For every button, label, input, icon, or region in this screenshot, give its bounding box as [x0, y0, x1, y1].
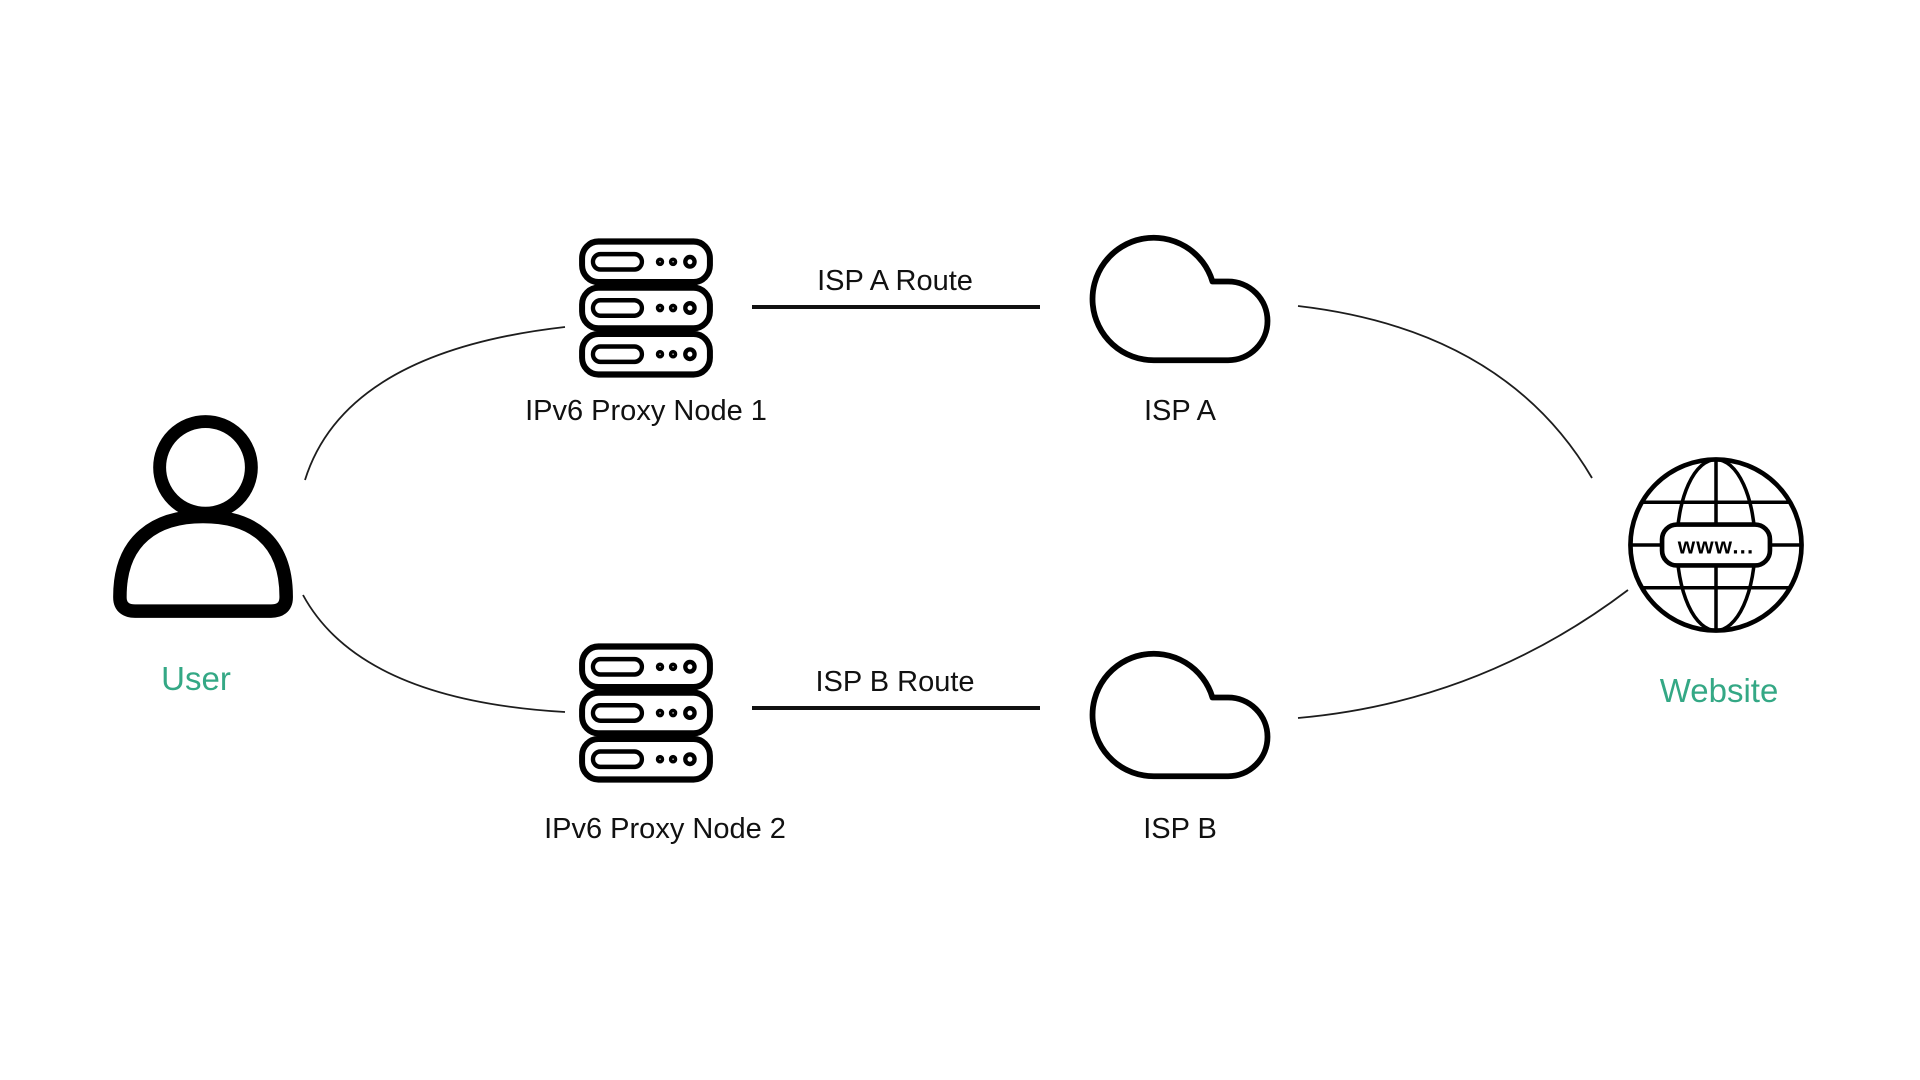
- cloud-icon: [1089, 650, 1271, 780]
- proxy1-node: [578, 238, 714, 378]
- route-b-label: ISP B Route: [815, 666, 975, 698]
- isp-a-label: ISP A: [1143, 395, 1217, 427]
- proxy2-node: [578, 643, 714, 783]
- isp-a-node: [1075, 194, 1285, 404]
- person-icon: [113, 415, 293, 618]
- isp-b-label: ISP B: [1143, 813, 1217, 845]
- isp-b-node: [1075, 610, 1285, 820]
- globe-icon: www...: [1628, 457, 1804, 633]
- website-label: Website: [1659, 672, 1779, 709]
- server-stack-icon: [579, 238, 713, 378]
- user-node: [103, 408, 308, 623]
- globe-www-text: www...: [1677, 533, 1755, 558]
- proxy1-label: IPv6 Proxy Node 1: [525, 395, 767, 427]
- user-proxy1-connector-line: [304, 326, 566, 481]
- cloud-icon: [1089, 234, 1271, 364]
- server-stack-icon: [579, 643, 713, 783]
- route-a-label: ISP A Route: [817, 265, 973, 297]
- ispb-website-connector-line: [1297, 589, 1629, 719]
- user-proxy2-connector-line: [302, 594, 566, 713]
- proxy2-label: IPv6 Proxy Node 2: [544, 813, 786, 845]
- ispa-website-connector-line: [1297, 305, 1593, 479]
- user-label: User: [161, 660, 231, 697]
- website-node: www...: [1623, 452, 1809, 638]
